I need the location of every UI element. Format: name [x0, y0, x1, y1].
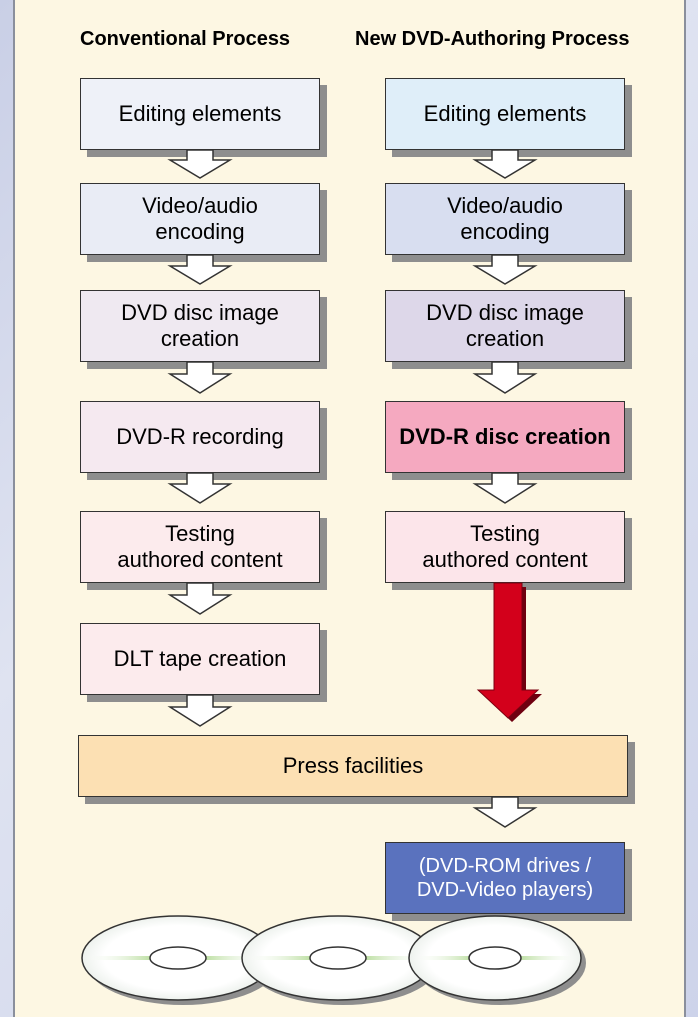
left-step-dlt-tape: DLT tape creation [80, 623, 320, 695]
left-step-label: DVD-R recording [116, 424, 284, 449]
right-step-label: DVD-R disc creation [399, 424, 611, 449]
arrow-down-icon [167, 254, 233, 285]
right-step-testing: Testing authored content [385, 511, 625, 583]
arrow-down-icon [472, 472, 538, 504]
left-step-editing: Editing elements [80, 78, 320, 150]
arrow-down-icon [472, 796, 538, 828]
conventional-process-title: Conventional Process [80, 28, 291, 50]
output-devices-box: (DVD-ROM drives / DVD-Video players) [385, 842, 625, 914]
left-step-label: Video/audio encoding [142, 193, 258, 244]
arrow-down-icon [472, 361, 538, 394]
right-step-editing: Editing elements [385, 78, 625, 150]
arrow-down-icon [167, 361, 233, 394]
left-step-testing: Testing authored content [80, 511, 320, 583]
disc-group-icon [81, 915, 586, 1005]
right-step-label: Editing elements [423, 101, 587, 126]
disc-icon [241, 915, 439, 1005]
output-devices-label: (DVD-ROM drives / DVD-Video players) [416, 855, 594, 901]
right-step-disc-image: DVD disc image creation [385, 290, 625, 362]
left-step-label: DLT tape creation [113, 646, 287, 671]
arrow-down-icon [472, 149, 538, 179]
arrow-down-icon [167, 149, 233, 179]
disc-icon [81, 915, 279, 1005]
press-facilities-box: Press facilities [78, 735, 628, 797]
left-step-disc-image: DVD disc image creation [80, 290, 320, 362]
arrow-down-icon [167, 582, 233, 615]
right-step-encoding: Video/audio encoding [385, 183, 625, 255]
red-down-arrow-icon [476, 582, 542, 722]
arrow-down-icon [472, 254, 538, 285]
left-step-label: Testing authored content [117, 521, 283, 572]
left-step-dvdr-recording: DVD-R recording [80, 401, 320, 473]
press-facilities-label: Press facilities [282, 753, 424, 778]
right-step-dvdr-disc-creation: DVD-R disc creation [385, 401, 625, 473]
left-step-label: DVD disc image creation [121, 300, 279, 351]
left-step-label: Editing elements [118, 101, 282, 126]
right-step-label: Video/audio encoding [447, 193, 563, 244]
arrow-down-icon [167, 694, 233, 727]
right-step-label: Testing authored content [422, 521, 588, 572]
left-step-encoding: Video/audio encoding [80, 183, 320, 255]
disc-icon [408, 915, 586, 1005]
arrow-down-icon [167, 472, 233, 504]
right-step-label: DVD disc image creation [426, 300, 584, 351]
new-process-title: New DVD-Authoring Process [355, 28, 630, 50]
